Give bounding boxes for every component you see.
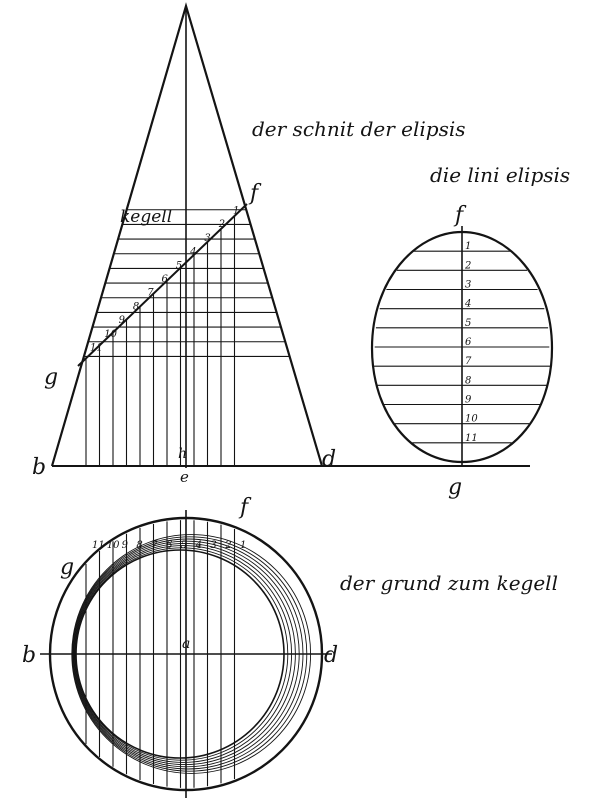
base-number: 1 bbox=[240, 540, 246, 551]
ellipse-true-shape: 1 2 3 4 5 6 7 8 9 10 11 die lini elipsis f g bbox=[370, 163, 570, 500]
base-number: 9 bbox=[122, 540, 129, 551]
ellipse-number: 7 bbox=[465, 356, 472, 367]
section-title: der schnit der elipsis bbox=[252, 117, 466, 141]
cone-section-number: 3 bbox=[204, 233, 210, 244]
ellipse-number: 10 bbox=[465, 414, 478, 425]
cone-label: kegell bbox=[120, 207, 172, 227]
base-number: 3 bbox=[210, 540, 216, 551]
ellipse-number: 8 bbox=[465, 375, 471, 386]
cone-section-number: 9 bbox=[119, 315, 126, 326]
cone-section-number: 1 bbox=[233, 205, 239, 216]
letter-cone-base-mid: e bbox=[180, 468, 189, 486]
ellipse-numbers: 1 2 3 4 5 6 7 8 9 10 11 bbox=[464, 241, 478, 444]
base-projection-verticals bbox=[85, 520, 236, 788]
letter-base-center: a bbox=[182, 636, 190, 652]
base-number: 4 bbox=[195, 540, 202, 551]
letter-cone-left: b bbox=[32, 455, 46, 480]
ellipse-number: 5 bbox=[465, 318, 471, 329]
base-ring bbox=[73, 542, 296, 766]
base-title: der grund zum kegell bbox=[340, 571, 558, 595]
cone-section-number: 7 bbox=[147, 288, 154, 299]
base-number: 7 bbox=[151, 540, 158, 551]
letter-base-right: d bbox=[324, 643, 338, 668]
ellipse-number: 1 bbox=[465, 241, 471, 252]
ellipse-number: 3 bbox=[465, 280, 471, 291]
ellipse-title: die lini elipsis bbox=[430, 163, 570, 187]
ellipse-number: 9 bbox=[465, 395, 472, 406]
cone-outline bbox=[50, 2, 324, 467]
letter-ellipse-top: f bbox=[453, 203, 467, 228]
ellipse-cross-lines bbox=[373, 250, 551, 444]
letter-ellipse-bottom: g bbox=[448, 475, 462, 500]
ellipse-number: 11 bbox=[465, 433, 478, 444]
ellipse-number: 4 bbox=[464, 299, 471, 310]
letter-base-top: f bbox=[238, 495, 252, 520]
letter-section-bottom: g bbox=[44, 365, 58, 390]
base-ring bbox=[74, 545, 293, 763]
section-line bbox=[77, 203, 248, 367]
base-number: 11 bbox=[92, 540, 105, 551]
cone-section-number: 8 bbox=[133, 301, 139, 312]
letter-base-left-top: g bbox=[60, 555, 74, 580]
cone-section-number: 5 bbox=[176, 260, 182, 271]
letter-base-left: b bbox=[22, 643, 36, 668]
base-ring bbox=[72, 538, 304, 770]
cone-section-number: 11 bbox=[90, 342, 103, 353]
ellipse-number: 6 bbox=[465, 337, 472, 348]
letter-cone-right: d bbox=[322, 447, 336, 472]
base-ring bbox=[73, 540, 300, 768]
base-number: 8 bbox=[136, 540, 142, 551]
ellipse-number: 2 bbox=[464, 260, 471, 271]
cone-section-horizontals bbox=[83, 209, 290, 357]
letter-cone-axis: h bbox=[178, 446, 187, 462]
cone-section-number: 2 bbox=[218, 219, 225, 230]
base-number: 2 bbox=[224, 540, 231, 551]
base-ring bbox=[71, 536, 308, 772]
base-ring bbox=[74, 547, 289, 761]
base-number: 10 bbox=[107, 540, 120, 551]
cone-section-number: 10 bbox=[104, 329, 117, 340]
base-number: 6 bbox=[166, 540, 173, 551]
letter-section-top: f bbox=[248, 181, 262, 206]
base-projection-rings bbox=[71, 534, 312, 774]
cone-section-number: 6 bbox=[162, 274, 169, 285]
base-ring bbox=[71, 534, 312, 774]
base-number: 5 bbox=[181, 540, 187, 551]
cone-section-number: 4 bbox=[189, 247, 196, 258]
